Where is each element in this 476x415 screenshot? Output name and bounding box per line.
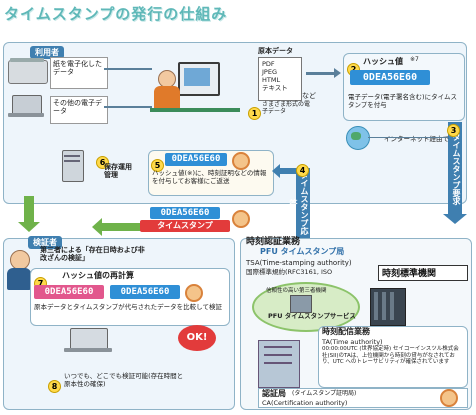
time-std-org: 時刻標準機関 — [382, 269, 437, 279]
verifier-tag: 検証者 — [28, 236, 62, 249]
time-std-org-box — [378, 265, 468, 281]
tsa-label: TSA(Time-stamping authority) — [246, 259, 352, 267]
verify-desc: 原本データとタイムスタンプが代与されたデータを比較して検証 — [34, 303, 222, 311]
step1-label: さまざま形式の電子データ — [262, 101, 311, 115]
other-doc-card: その他の電子データ — [50, 96, 108, 124]
step6-label: 保存運用管理 — [104, 163, 132, 179]
service-top-label: 信頼性の高い第三者機関 — [266, 288, 327, 294]
desk — [150, 108, 240, 112]
timestamp-medal-icon — [232, 152, 250, 170]
badge-hash-value: 0DEA56E60 — [150, 207, 220, 219]
badge-medal-icon — [232, 210, 250, 228]
type-text: テキスト — [262, 84, 288, 92]
hash-right: 0DEA56E60 — [110, 285, 180, 299]
step6-number: 6 — [96, 156, 109, 169]
type-etc: など — [302, 92, 316, 100]
ta-sub: TA(Time authority) — [322, 338, 383, 346]
ca-paren: (タイムスタンプ証明局) — [292, 390, 357, 397]
timestamp-response-band: タイムスタンプ応答 — [289, 168, 310, 238]
step8-text: いつでも、どこでも検証可能(存在時間と原本性の確保) — [64, 372, 184, 388]
authority-title: 時刻認証業務 — [246, 237, 301, 247]
step7-label: ハッシュ値の再計算 — [62, 271, 134, 280]
type-jpeg: JPEG — [262, 68, 277, 76]
verifier-laptop-icon — [70, 328, 108, 350]
timestamp-request-band: タイムスタンプ要求 — [448, 122, 462, 216]
verifier-person-icon — [10, 250, 30, 270]
type-html: HTML — [262, 76, 281, 84]
ta-box — [318, 326, 468, 388]
paper-doc-card: 紙を電子化したデータ — [50, 57, 108, 89]
badge-label-bg — [140, 220, 230, 232]
other-doc-label: その他の電子データ — [53, 99, 102, 115]
paper-doc-label: 紙を電子化したデータ — [53, 60, 102, 76]
ca-title: 認証局 — [262, 389, 286, 398]
step1-number: 1 — [248, 107, 261, 120]
step3-number: 3 — [447, 124, 460, 137]
hash-left: 0DEA56E60 — [34, 285, 104, 299]
hash-value-step5: 0DEA56E60 — [165, 153, 227, 166]
hash-panel — [343, 53, 465, 121]
ca-box — [258, 388, 468, 408]
original-data-heading: 原本データ — [258, 47, 293, 55]
ok-badge: OK! — [178, 325, 216, 351]
step4-number: 4 — [296, 164, 309, 177]
pfu-label: PFU タイムスタンプ局 — [260, 247, 345, 256]
building-icon — [258, 340, 300, 388]
scanner-icon — [8, 60, 48, 84]
step3-band-label: タイムスタンプ要求 — [452, 133, 461, 205]
service-server-icon — [290, 295, 312, 313]
verify-medal-icon — [185, 284, 203, 302]
laptop-icon — [12, 95, 42, 115]
step8-number: 8 — [48, 380, 61, 393]
ta-title: 時刻配信業務 — [322, 327, 370, 336]
step4-band-label: タイムスタンプ応答 — [289, 171, 309, 235]
third-party-text: 第三者による「存在日時および非改ざんの検証」 — [40, 246, 145, 262]
step2-label: ハッシュ値 — [363, 57, 403, 66]
user-tag: 利用者 — [30, 46, 64, 59]
page-title: タイムスタンプの発行の仕組み — [4, 5, 228, 23]
badge-label: タイムスタンプ — [157, 221, 213, 230]
type-pdf: PDF — [262, 60, 275, 68]
ca-sub: CA(Certification authority) — [262, 399, 348, 407]
tsa-standard: 国際標準規約(RFC3161, ISO — [246, 268, 333, 276]
internet-label: インターネット経由で — [384, 135, 449, 143]
ok-label: OK! — [186, 332, 208, 343]
step5-number: 5 — [151, 159, 164, 172]
service-label: PFU タイムスタンプサービス — [268, 312, 356, 320]
ca-medal-icon — [440, 389, 458, 407]
note-mark: ※7 — [410, 56, 419, 63]
ta-desc: 00:00:00UTC (世界協定時) セイコーインスツル株式会社(SII)のT… — [322, 346, 459, 365]
original-data-card: PDF JPEG HTML テキスト — [258, 57, 302, 101]
step5-desc: ハッシュ値(※)に、時刻証明などの情報を付与してお客様にご返送 — [152, 169, 267, 185]
hash-panel-desc: 電子データ(電子署名含む)にタイムスタンプを付与 — [348, 93, 457, 109]
hash-value-step2: 0DEA56E60 — [350, 70, 430, 85]
server-icon — [62, 150, 84, 182]
